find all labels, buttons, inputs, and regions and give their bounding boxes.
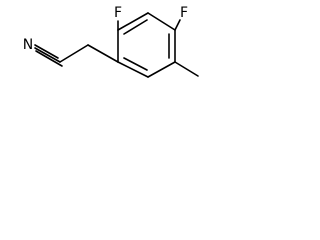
ring-bond-4: [147, 61, 176, 78]
nitrile-triple-bond: [34, 44, 63, 67]
ring-bond-5: [117, 61, 149, 78]
ring-bond-2: [147, 12, 176, 31]
bond-ch2-to-cn: [59, 44, 89, 63]
triple-bond-line-1: [34, 44, 59, 59]
fluorine-label-right: F: [180, 5, 188, 21]
fluorine-label-top: F: [114, 5, 122, 21]
bond-ch2: [87, 44, 119, 63]
ring-double-bond-1: [123, 19, 148, 35]
bond-to-methyl: [174, 61, 199, 77]
molecule-drawing: F F N: [23, 5, 199, 78]
bond-to-fluorine-right: [174, 19, 181, 31]
ring-double-bond-3: [123, 57, 148, 71]
ring-bond-1: [117, 12, 149, 31]
structure-diagram: F F N: [0, 0, 224, 94]
triple-bond-line-3: [35, 50, 63, 67]
nitrogen-label: N: [23, 37, 33, 53]
benzene-ring: [117, 12, 176, 78]
triple-bond-line-2: [34, 47, 61, 63]
